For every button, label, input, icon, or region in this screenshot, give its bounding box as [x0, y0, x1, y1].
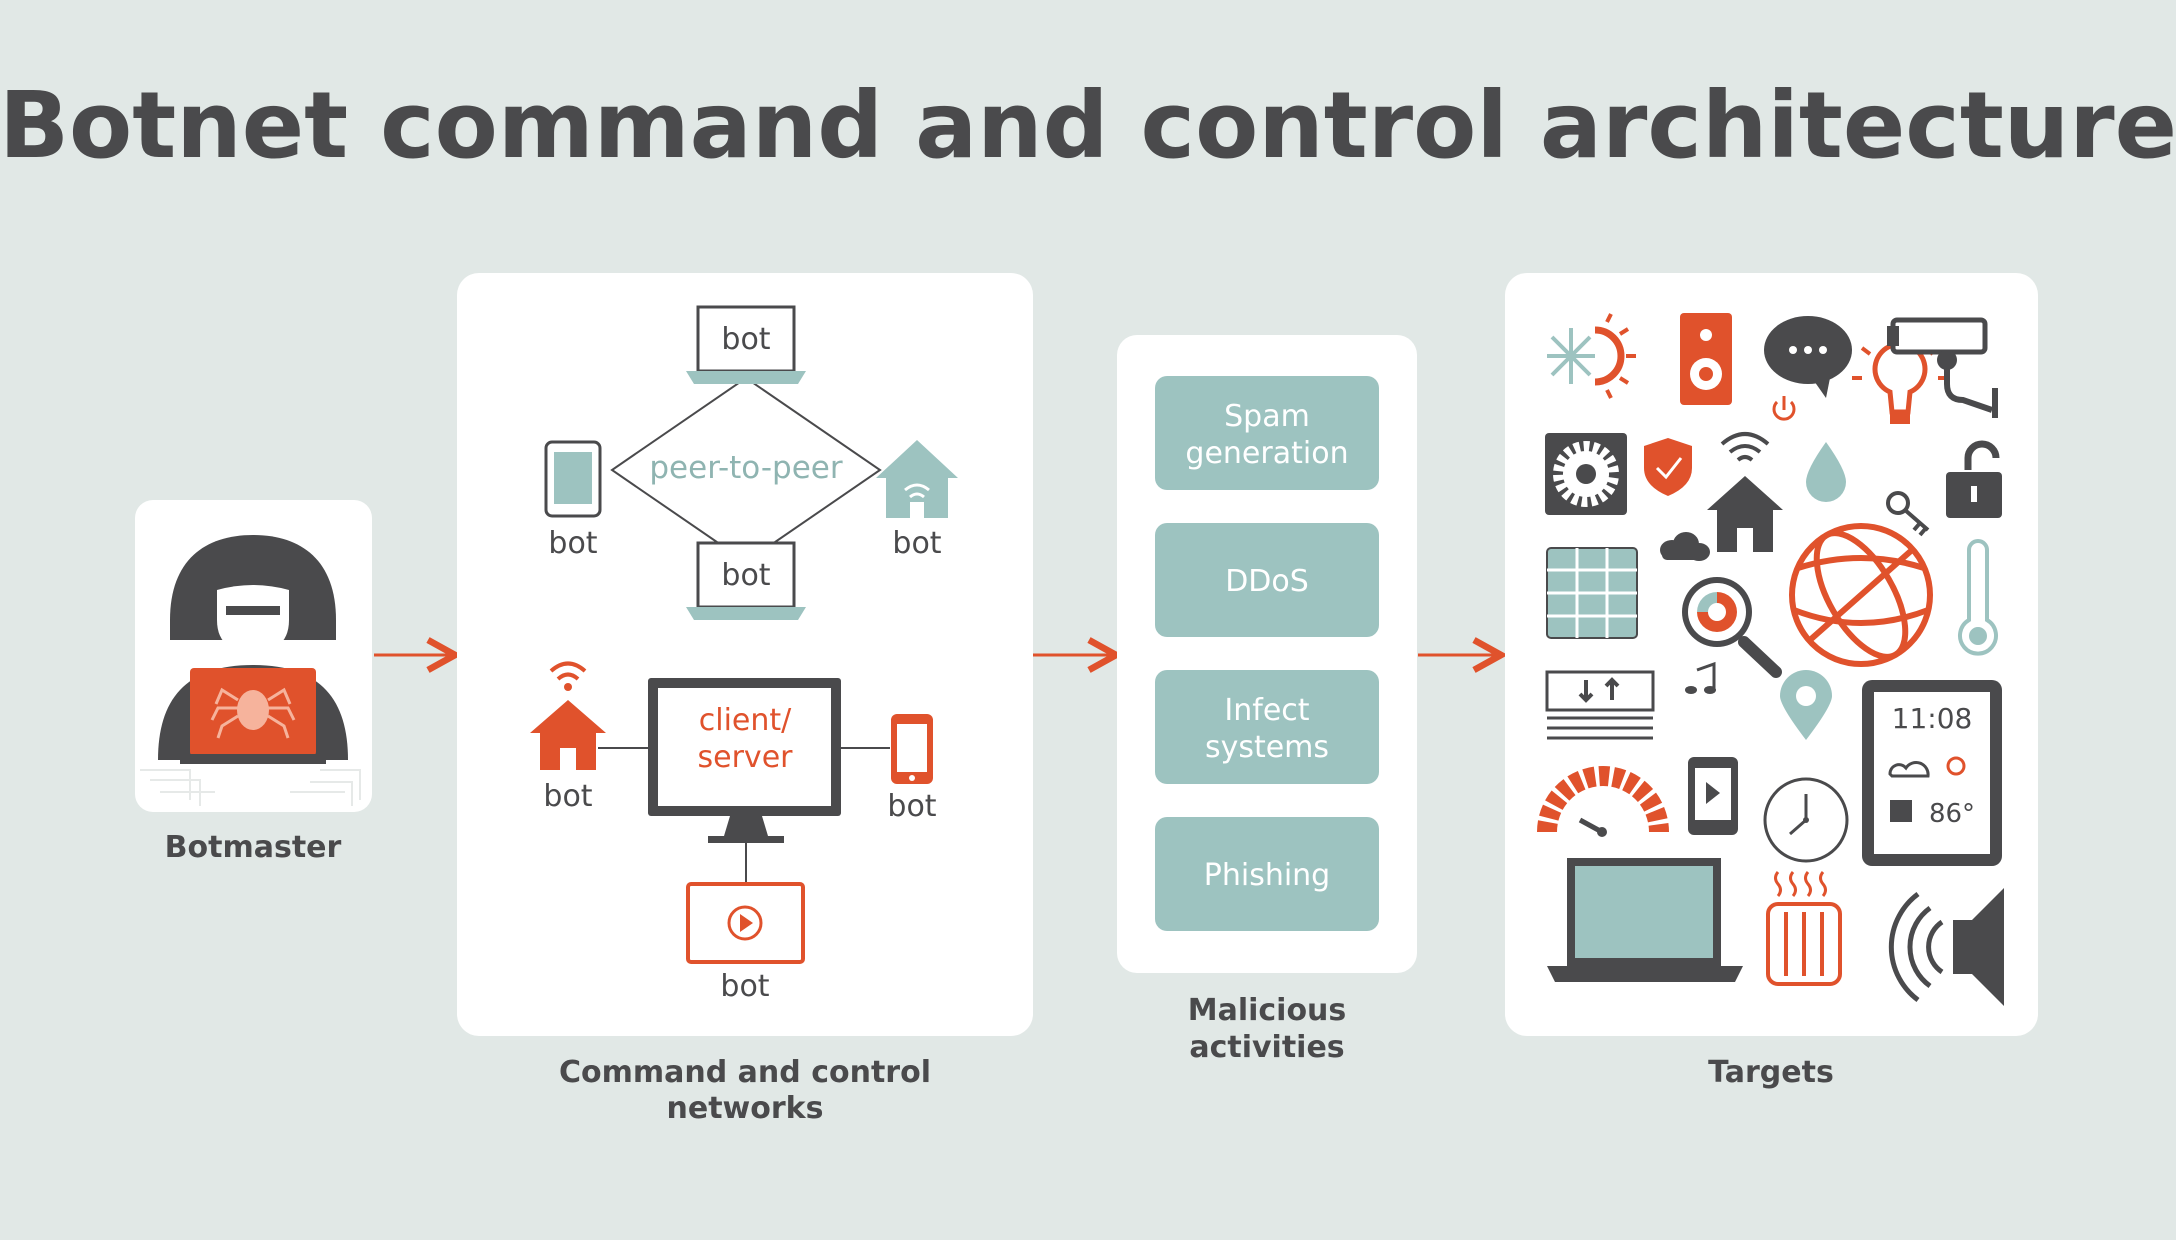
music-icon	[1685, 661, 1716, 694]
bot-label-home: bot	[892, 526, 941, 561]
thermometer-icon	[1958, 539, 1998, 656]
printer-icon	[1545, 670, 1655, 740]
bot-label-phone: bot	[887, 789, 936, 824]
media-player-icon	[1688, 757, 1738, 835]
solar-icon	[1547, 313, 1636, 399]
smart-display-icon: 11:08 86°	[1862, 680, 2002, 866]
malicious-activities-panel: Spam generation DDoS Infect systems Phis…	[1117, 335, 1417, 1065]
client-server-label-1: client/	[699, 703, 792, 738]
temp-display: 86°	[1929, 799, 1975, 829]
radiator-icon	[1766, 871, 1842, 986]
magnifier-chart-icon	[1682, 577, 1782, 678]
malicious-activities-label-2: activities	[1189, 1030, 1344, 1065]
hacker-icon	[140, 535, 361, 806]
tablet-icon	[544, 440, 602, 518]
monitor-icon	[648, 678, 841, 843]
activity-label: generation	[1185, 436, 1348, 471]
cc-networks-panel: peer-to-peer bot bot bot bot	[457, 273, 1033, 1126]
page-title: Botnet command and control architecture	[0, 72, 2176, 179]
activity-ddos: DDoS	[1155, 523, 1379, 637]
water-drop-icon	[1806, 442, 1846, 502]
gauge-icon	[1537, 766, 1669, 837]
wifi-icon	[1720, 432, 1770, 462]
smartphone-icon	[891, 714, 933, 784]
power-icon	[1772, 396, 1796, 421]
wall-clock-icon	[1763, 777, 1849, 863]
padlock-icon	[1946, 440, 2002, 518]
video-player-icon	[686, 882, 805, 964]
malicious-activities-label-1: Malicious	[1188, 993, 1347, 1028]
cc-networks-label-1: Command and control	[559, 1055, 931, 1090]
cloud-icon	[1660, 532, 1710, 561]
client-server-label-2: server	[698, 740, 794, 775]
globe-icon	[1789, 523, 1933, 667]
laptop-target-icon	[1547, 858, 1743, 982]
activity-phishing: Phishing	[1155, 817, 1379, 931]
shield-icon	[1644, 438, 1692, 496]
cc-networks-label-2: networks	[667, 1091, 824, 1126]
activity-infect: Infect systems	[1155, 670, 1379, 784]
fan-icon	[1545, 433, 1627, 515]
location-pin-icon	[1780, 670, 1832, 740]
activity-label: systems	[1205, 730, 1329, 765]
bot-label-router: bot	[543, 779, 592, 814]
peer-to-peer-label: peer-to-peer	[649, 450, 842, 486]
targets-panel: 11:08 86°	[1505, 273, 2038, 1090]
activity-spam: Spam generation	[1155, 376, 1379, 490]
laptop-icon	[686, 541, 806, 620]
activity-label: Phishing	[1204, 858, 1330, 893]
solar-panel-icon	[1546, 547, 1638, 639]
activity-label: DDoS	[1225, 564, 1309, 599]
activity-label: Spam	[1224, 399, 1310, 434]
botmaster-label: Botmaster	[165, 830, 342, 865]
router-icon	[530, 661, 606, 770]
clock-display: 11:08	[1892, 702, 1973, 735]
security-camera-icon	[1887, 317, 1998, 418]
activity-label: Infect	[1224, 693, 1309, 728]
smart-home-icon	[876, 440, 958, 518]
bot-label-tablet: bot	[548, 526, 597, 561]
chat-bubble-icon	[1764, 316, 1852, 398]
speaker-icon	[1680, 313, 1732, 405]
loudspeaker-icon	[1888, 888, 2004, 1006]
bot-label-top: bot	[721, 322, 770, 357]
bot-label-video: bot	[720, 969, 769, 1004]
targets-label: Targets	[1708, 1055, 1834, 1090]
botmaster-panel: Botmaster	[135, 500, 372, 865]
bot-label-bottom: bot	[721, 558, 770, 593]
key-icon	[1886, 491, 1930, 537]
house-icon	[1707, 476, 1783, 552]
laptop-icon	[686, 305, 806, 384]
